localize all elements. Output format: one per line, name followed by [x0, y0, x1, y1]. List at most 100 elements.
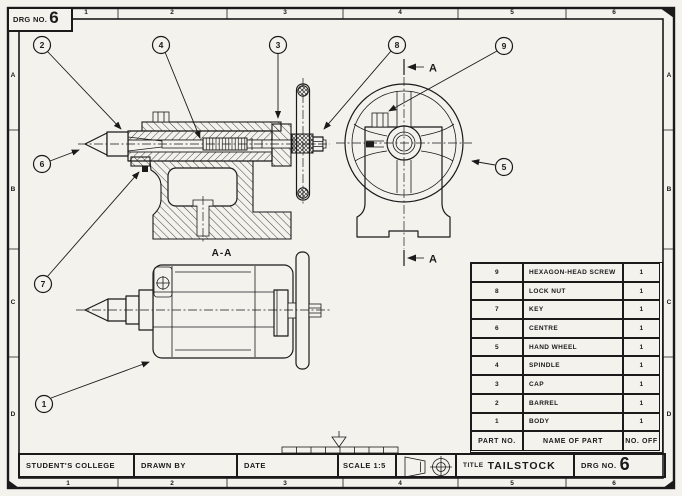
svg-text:3: 3	[276, 40, 281, 50]
title-block-title: TITLE TAILSTOCK	[457, 455, 575, 476]
part-no: 3	[471, 375, 523, 394]
spindle-end	[287, 302, 297, 319]
part-name: BODY	[523, 412, 623, 432]
clamp-flange	[130, 156, 151, 172]
part-no: 6	[471, 319, 523, 338]
title-block-date: DATE	[238, 455, 339, 476]
zone-left-b: B	[10, 186, 16, 193]
parts-header-name: NAME OF PART	[523, 431, 623, 452]
svg-text:1: 1	[42, 399, 47, 409]
part-no: 1	[471, 412, 523, 432]
cap-outside	[273, 289, 289, 337]
balloon-9: 9	[494, 36, 514, 56]
part-no: 5	[471, 337, 523, 357]
balloons: 1 2 3 4 5 6 7 8 9	[32, 35, 514, 414]
balloon-1: 1	[34, 394, 54, 414]
balloon-3: 3	[268, 35, 288, 55]
zone-top-3: 3	[283, 9, 287, 16]
svg-text:6: 6	[40, 159, 45, 169]
cutting-plane-bottom: A	[403, 250, 437, 266]
title-label: TITLE	[463, 462, 484, 469]
cap-section	[271, 123, 292, 167]
part-name: SPINDLE	[523, 356, 623, 376]
projection-symbol-icon	[404, 456, 452, 478]
svg-text:9: 9	[502, 41, 507, 51]
title-block-scale: SCALE 1:5	[339, 455, 397, 476]
screw-detail	[153, 266, 173, 298]
title-value: TAILSTOCK	[487, 459, 556, 472]
parts-header-part-no: PART NO.	[471, 431, 523, 452]
part-name: HEXAGON-HEAD SCREW	[523, 263, 623, 282]
hand-wheel-section	[291, 83, 314, 201]
part-name: BARREL	[523, 393, 623, 413]
hexagon-head-screw	[371, 112, 389, 128]
zone-bottom-4: 4	[398, 480, 402, 487]
part-qty: 1	[623, 263, 660, 282]
balloon-8: 8	[387, 35, 407, 55]
body-outside	[152, 264, 294, 359]
balloon-7: 7	[33, 274, 53, 294]
drg-no-label: DRG NO.	[581, 461, 617, 470]
wheel-hub	[291, 133, 314, 154]
part-name: CENTRE	[523, 319, 623, 338]
part-no: 9	[471, 263, 523, 282]
zone-right-c: C	[666, 299, 672, 306]
zone-top-1: 1	[84, 9, 88, 16]
part-qty: 1	[623, 356, 660, 376]
svg-text:A: A	[429, 254, 437, 266]
svg-text:4: 4	[159, 40, 164, 50]
drg-no-label: DRG NO.	[13, 15, 48, 24]
section-label: A-A	[212, 248, 233, 259]
nut-outside	[308, 303, 322, 318]
section-view: A-A	[78, 78, 330, 259]
parts-table: 9 HEXAGON-HEAD SCREW 1 8 LOCK NUT 1 7 KE…	[470, 262, 663, 453]
zone-bottom-1: 1	[66, 480, 70, 487]
key-detail	[366, 140, 384, 148]
part-name: HAND WHEEL	[523, 337, 623, 357]
title-block-college: STUDENT'S COLLEGE	[20, 455, 135, 476]
parts-header-no-off: NO. OFF	[623, 431, 660, 452]
part-qty: 1	[623, 393, 660, 413]
svg-text:7: 7	[41, 279, 46, 289]
zone-top-6: 6	[612, 9, 616, 16]
zone-right-b: B	[666, 186, 672, 193]
cutting-plane-top: A	[403, 59, 437, 75]
balloon-6: 6	[32, 154, 52, 174]
zone-right-d: D	[666, 411, 672, 418]
part-qty: 1	[623, 412, 660, 432]
hand-wheel-edge	[295, 251, 310, 370]
zone-bottom-5: 5	[510, 480, 514, 487]
leader-lines	[46, 50, 498, 399]
svg-text:A: A	[429, 63, 437, 75]
title-block-drg-no: DRG NO. 6	[575, 454, 664, 476]
part-name: LOCK NUT	[523, 281, 623, 301]
sheet-border	[6, 6, 676, 490]
part-qty: 1	[623, 337, 660, 357]
zone-left-a: A	[10, 72, 16, 79]
end-view: A A	[336, 59, 472, 266]
scale-bar	[281, 431, 399, 454]
part-qty: 1	[623, 281, 660, 301]
svg-text:8: 8	[395, 40, 400, 50]
svg-text:5: 5	[502, 162, 507, 172]
title-block: STUDENT'S COLLEGE DRAWN BY DATE SCALE 1:…	[18, 453, 666, 478]
outside-view	[76, 251, 332, 370]
zone-right-a: A	[666, 72, 672, 79]
part-qty: 1	[623, 375, 660, 394]
svg-text:2: 2	[40, 40, 45, 50]
part-qty: 1	[623, 319, 660, 338]
part-qty: 1	[623, 300, 660, 320]
zone-left-d: D	[10, 411, 16, 418]
zone-bottom-6: 6	[612, 480, 616, 487]
zone-top-5: 5	[510, 9, 514, 16]
part-name: CAP	[523, 375, 623, 394]
drg-no-box: DRG NO. 6	[7, 7, 73, 32]
part-no: 4	[471, 356, 523, 376]
zone-top-4: 4	[398, 9, 402, 16]
part-no: 8	[471, 281, 523, 301]
part-no: 2	[471, 393, 523, 413]
balloon-2: 2	[32, 35, 52, 55]
part-no: 7	[471, 300, 523, 320]
part-name: KEY	[523, 300, 623, 320]
